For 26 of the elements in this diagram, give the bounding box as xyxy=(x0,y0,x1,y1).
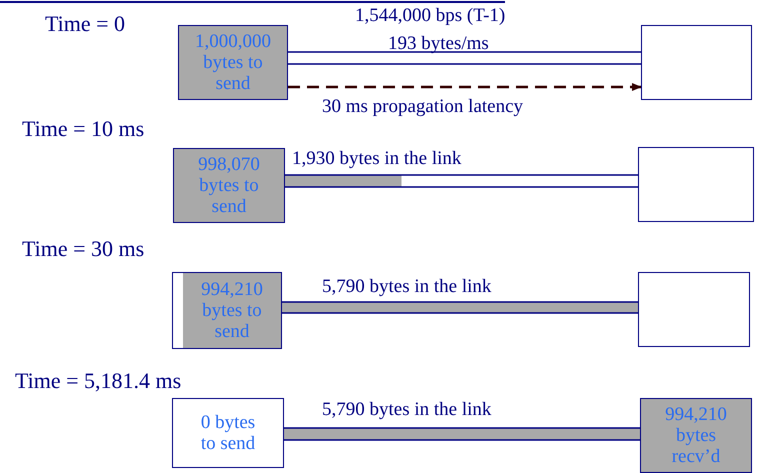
link-rate-label: 1,544,000 bps (T-1) xyxy=(355,5,506,27)
time-label: Time = 5,181.4 ms xyxy=(15,370,182,392)
byte-count: 1,000,000 bytes to send xyxy=(194,31,272,94)
time-label: Time = 0 xyxy=(45,13,126,35)
edge-label: 5,790 bytes in the link xyxy=(322,276,492,298)
receiver-box xyxy=(641,25,752,100)
edge-label: 193 bytes/ms xyxy=(388,33,489,55)
time-label: Time = 10 ms xyxy=(22,118,144,140)
byte-count: 994,210 bytes to send xyxy=(200,279,264,342)
edge-label: 30 ms propagation latency xyxy=(322,96,524,118)
sender-box xyxy=(173,148,285,223)
edge-label: 5,790 bytes in the link xyxy=(322,399,492,421)
sender-box xyxy=(172,272,282,349)
byte-count: 994,210 bytes recv’d xyxy=(664,404,728,467)
receiver-box xyxy=(638,272,750,347)
link-pipe xyxy=(284,174,639,188)
sender-box xyxy=(172,398,284,468)
receiver-box xyxy=(638,147,754,222)
edge-label: 1,930 bytes in the link xyxy=(292,148,462,170)
receiver-box xyxy=(640,398,752,473)
byte-count: 0 bytes to send xyxy=(200,412,256,454)
time-label: Time = 30 ms xyxy=(22,238,144,260)
byte-count: 998,070 bytes to send xyxy=(197,154,261,217)
sender-box xyxy=(178,25,288,100)
link-pipe xyxy=(287,51,642,65)
dashed-arrow xyxy=(288,83,642,91)
